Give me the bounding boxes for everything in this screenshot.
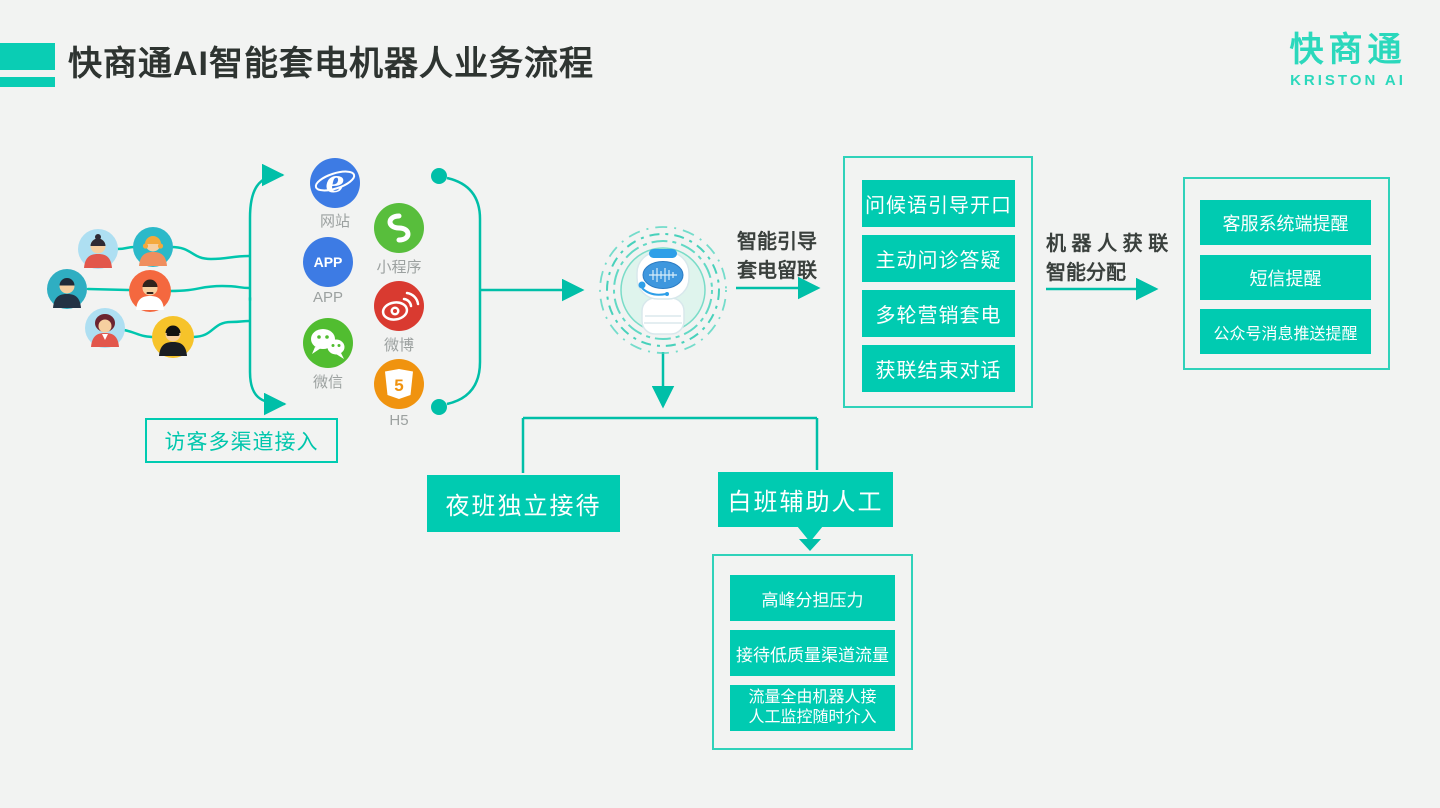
avatar-woman-lightblue: [76, 227, 120, 271]
channel-label-wechat: 微信: [312, 374, 343, 391]
page-title: 快商通AI智能套电机器人业务流程: [68, 45, 594, 83]
h5-icon: 5: [374, 359, 424, 409]
day-shift-box: 白班辅助人工: [718, 472, 893, 527]
weibo-icon: [374, 281, 424, 331]
day-detail-item: 高峰分担压力: [730, 575, 895, 621]
notify-item: 客服系统端提醒: [1200, 200, 1371, 245]
stage1-item: 主动问诊答疑: [862, 235, 1015, 282]
visitor-channels-caption: 访客多渠道接入: [145, 418, 338, 463]
notify-item: 公众号消息推送提醒: [1200, 309, 1371, 354]
notify-group: 客服系统端提醒 短信提醒 公众号消息推送提醒: [1183, 177, 1390, 370]
day-detail-item: 流量全由机器人接 人工监控随时介入: [730, 685, 895, 731]
app-icon: APP: [303, 237, 353, 287]
avatar-man-sunglasses: [151, 315, 195, 359]
day-detail-item: 接待低质量渠道流量: [730, 630, 895, 676]
logo-cn-text: 快商通: [1289, 31, 1407, 69]
day-box-tail: [797, 526, 823, 542]
svg-text:APP: APP: [314, 254, 343, 270]
avatar-man-teal: [45, 267, 89, 311]
notify-item: 短信提醒: [1200, 255, 1371, 300]
svg-text:5: 5: [394, 376, 403, 395]
flow-label-dispatch: 机 器 人 获 联 智能分配: [1046, 233, 1169, 284]
stage1-group: 问候语引导开口 主动问诊答疑 多轮营销套电 获联结束对话: [843, 156, 1033, 408]
title-accent-block: [0, 43, 55, 70]
kriston-logo: 快商通 KRISTON AI: [1278, 22, 1418, 89]
ie-browser-icon: e: [310, 158, 360, 208]
channel-label-weibo: 微博: [383, 337, 414, 354]
channel-label-miniprogram: 小程序: [376, 259, 422, 276]
miniprogram-icon: [374, 203, 424, 253]
svg-text:e: e: [325, 165, 344, 200]
night-shift-box: 夜班独立接待: [427, 475, 620, 532]
avatar-man-orange: [128, 269, 172, 313]
stage1-item: 问候语引导开口: [862, 180, 1015, 227]
channel-label-app: APP: [312, 289, 343, 306]
avatar-woman-blonde: [131, 225, 175, 269]
day-box-arrow: [799, 539, 821, 551]
channel-bracket: [431, 168, 585, 415]
wechat-icon: [303, 318, 353, 368]
avatar-woman-curly: [83, 306, 127, 350]
title-accent-bar: [0, 77, 55, 87]
channel-label-h5: H5: [389, 412, 409, 429]
robot-icon: [599, 226, 727, 354]
day-details-group: 高峰分担压力 接待低质量渠道流量 流量全由机器人接 人工监控随时介入: [712, 554, 913, 750]
flow-label-guide: 智能引导 套电留联: [737, 231, 817, 282]
logo-en-text: KRISTON AI: [1290, 72, 1406, 89]
stage1-item: 多轮营销套电: [862, 290, 1015, 337]
stage1-item: 获联结束对话: [862, 345, 1015, 392]
channel-label-website: 网站: [319, 213, 350, 230]
